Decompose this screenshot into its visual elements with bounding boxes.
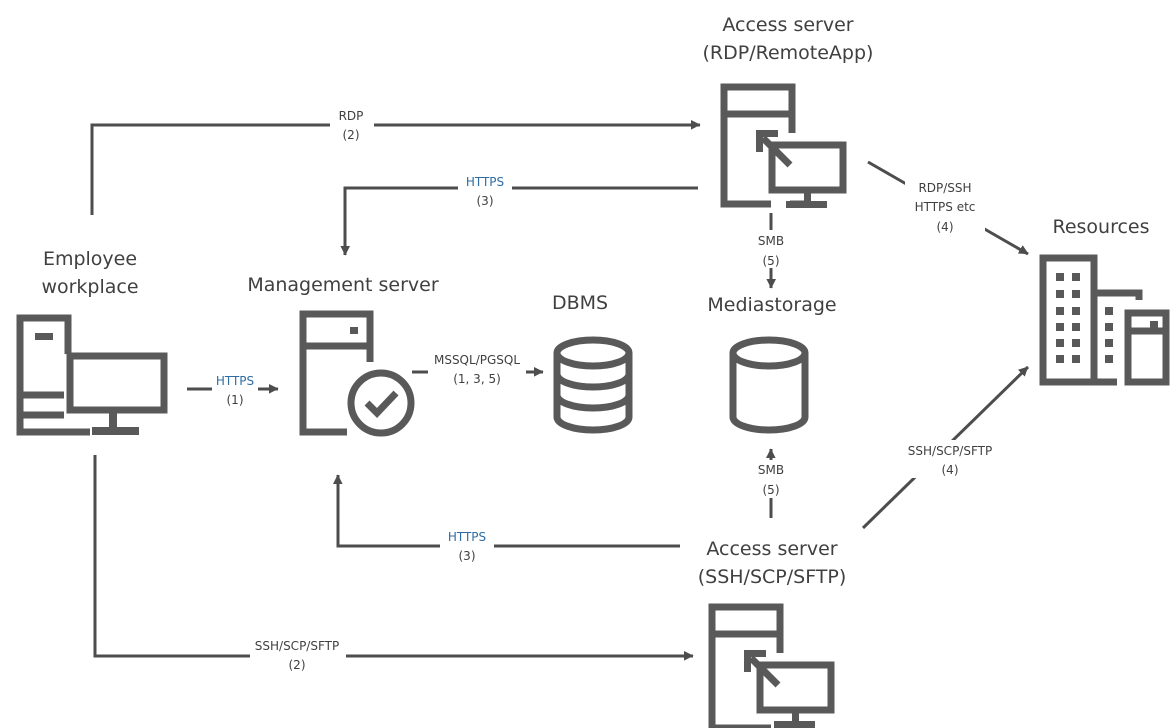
node-title: Access server [722,14,853,36]
connection-https-1: HTTPS (1) [187,372,278,408]
node-subtitle: (RDP/RemoteApp) [703,42,874,64]
connection-step: (2) [343,128,360,142]
connection-smb-top: SMB (5) [750,213,792,288]
node-title: Management server [247,274,439,296]
node-resources: Resources [1039,216,1170,386]
node-access-server-rdp: Access server (RDP/RemoteApp) [703,14,874,208]
node-employee-workplace: Employee workplace [16,248,168,436]
connection-https-bottom: HTTPS (3) [338,475,680,564]
connection-protocol: HTTPS [216,374,254,388]
connection-step: (5) [763,483,780,497]
node-access-server-ssh: Access server (SSH/SCP/SFTP) [698,538,847,728]
connection-protocol: RDP/SSH [918,181,971,195]
connection-step: (3) [459,549,476,563]
connection-rdp: RDP (2) [90,107,700,215]
connection-protocol-2: HTTPS etc [915,200,976,214]
connection-step: (4) [937,220,954,234]
workstation-icon [16,314,168,436]
node-subtitle: (SSH/SCP/SFTP) [698,566,847,588]
remote-server-icon [720,83,847,208]
connection-https-top: HTTPS (3) [345,172,698,255]
connection-smb-bottom: SMB (5) [750,449,792,518]
connection-protocol: HTTPS [466,175,504,189]
connection-protocol: SSH/SCP/SFTP [908,444,992,458]
connection-step: (5) [763,254,780,268]
connection-step: (3) [477,194,494,208]
server-check-icon [299,310,415,437]
connection-protocol: HTTPS [448,530,486,544]
node-dbms: DBMS [552,292,633,434]
connection-protocol: MSSQL/PGSQL [434,353,520,367]
connection-step: (1, 3, 5) [453,372,501,386]
connection-protocol: SMB [758,463,784,477]
connection-protocol: SSH/SCP/SFTP [255,639,339,653]
node-title: DBMS [552,292,608,314]
node-subtitle: workplace [41,276,138,298]
node-title: Resources [1052,216,1149,238]
node-title: Employee [43,248,137,270]
connection-protocol: SMB [758,234,784,248]
node-title: Mediastorage [707,294,836,316]
connection-protocol: RDP [339,109,364,123]
node-title: Access server [706,538,837,560]
connection-sql: MSSQL/PGSQL (1, 3, 5) [412,352,543,388]
database-icon [553,336,633,434]
connection-ssh: SSH/SCP/SFTP (2) [93,455,693,673]
connection-resources-bottom: SSH/SCP/SFTP (4) [861,365,1030,530]
connection-step: (2) [289,658,306,672]
storage-cylinder-icon [729,336,809,434]
connection-step: (1) [227,393,244,407]
building-icon [1039,254,1170,386]
node-management-server: Management server [247,274,439,437]
connection-step: (4) [942,463,959,477]
remote-server-icon [708,603,835,728]
connection-resources-top: RDP/SSH HTTPS etc (4) [867,160,1029,256]
node-mediastorage: Mediastorage [707,294,837,434]
